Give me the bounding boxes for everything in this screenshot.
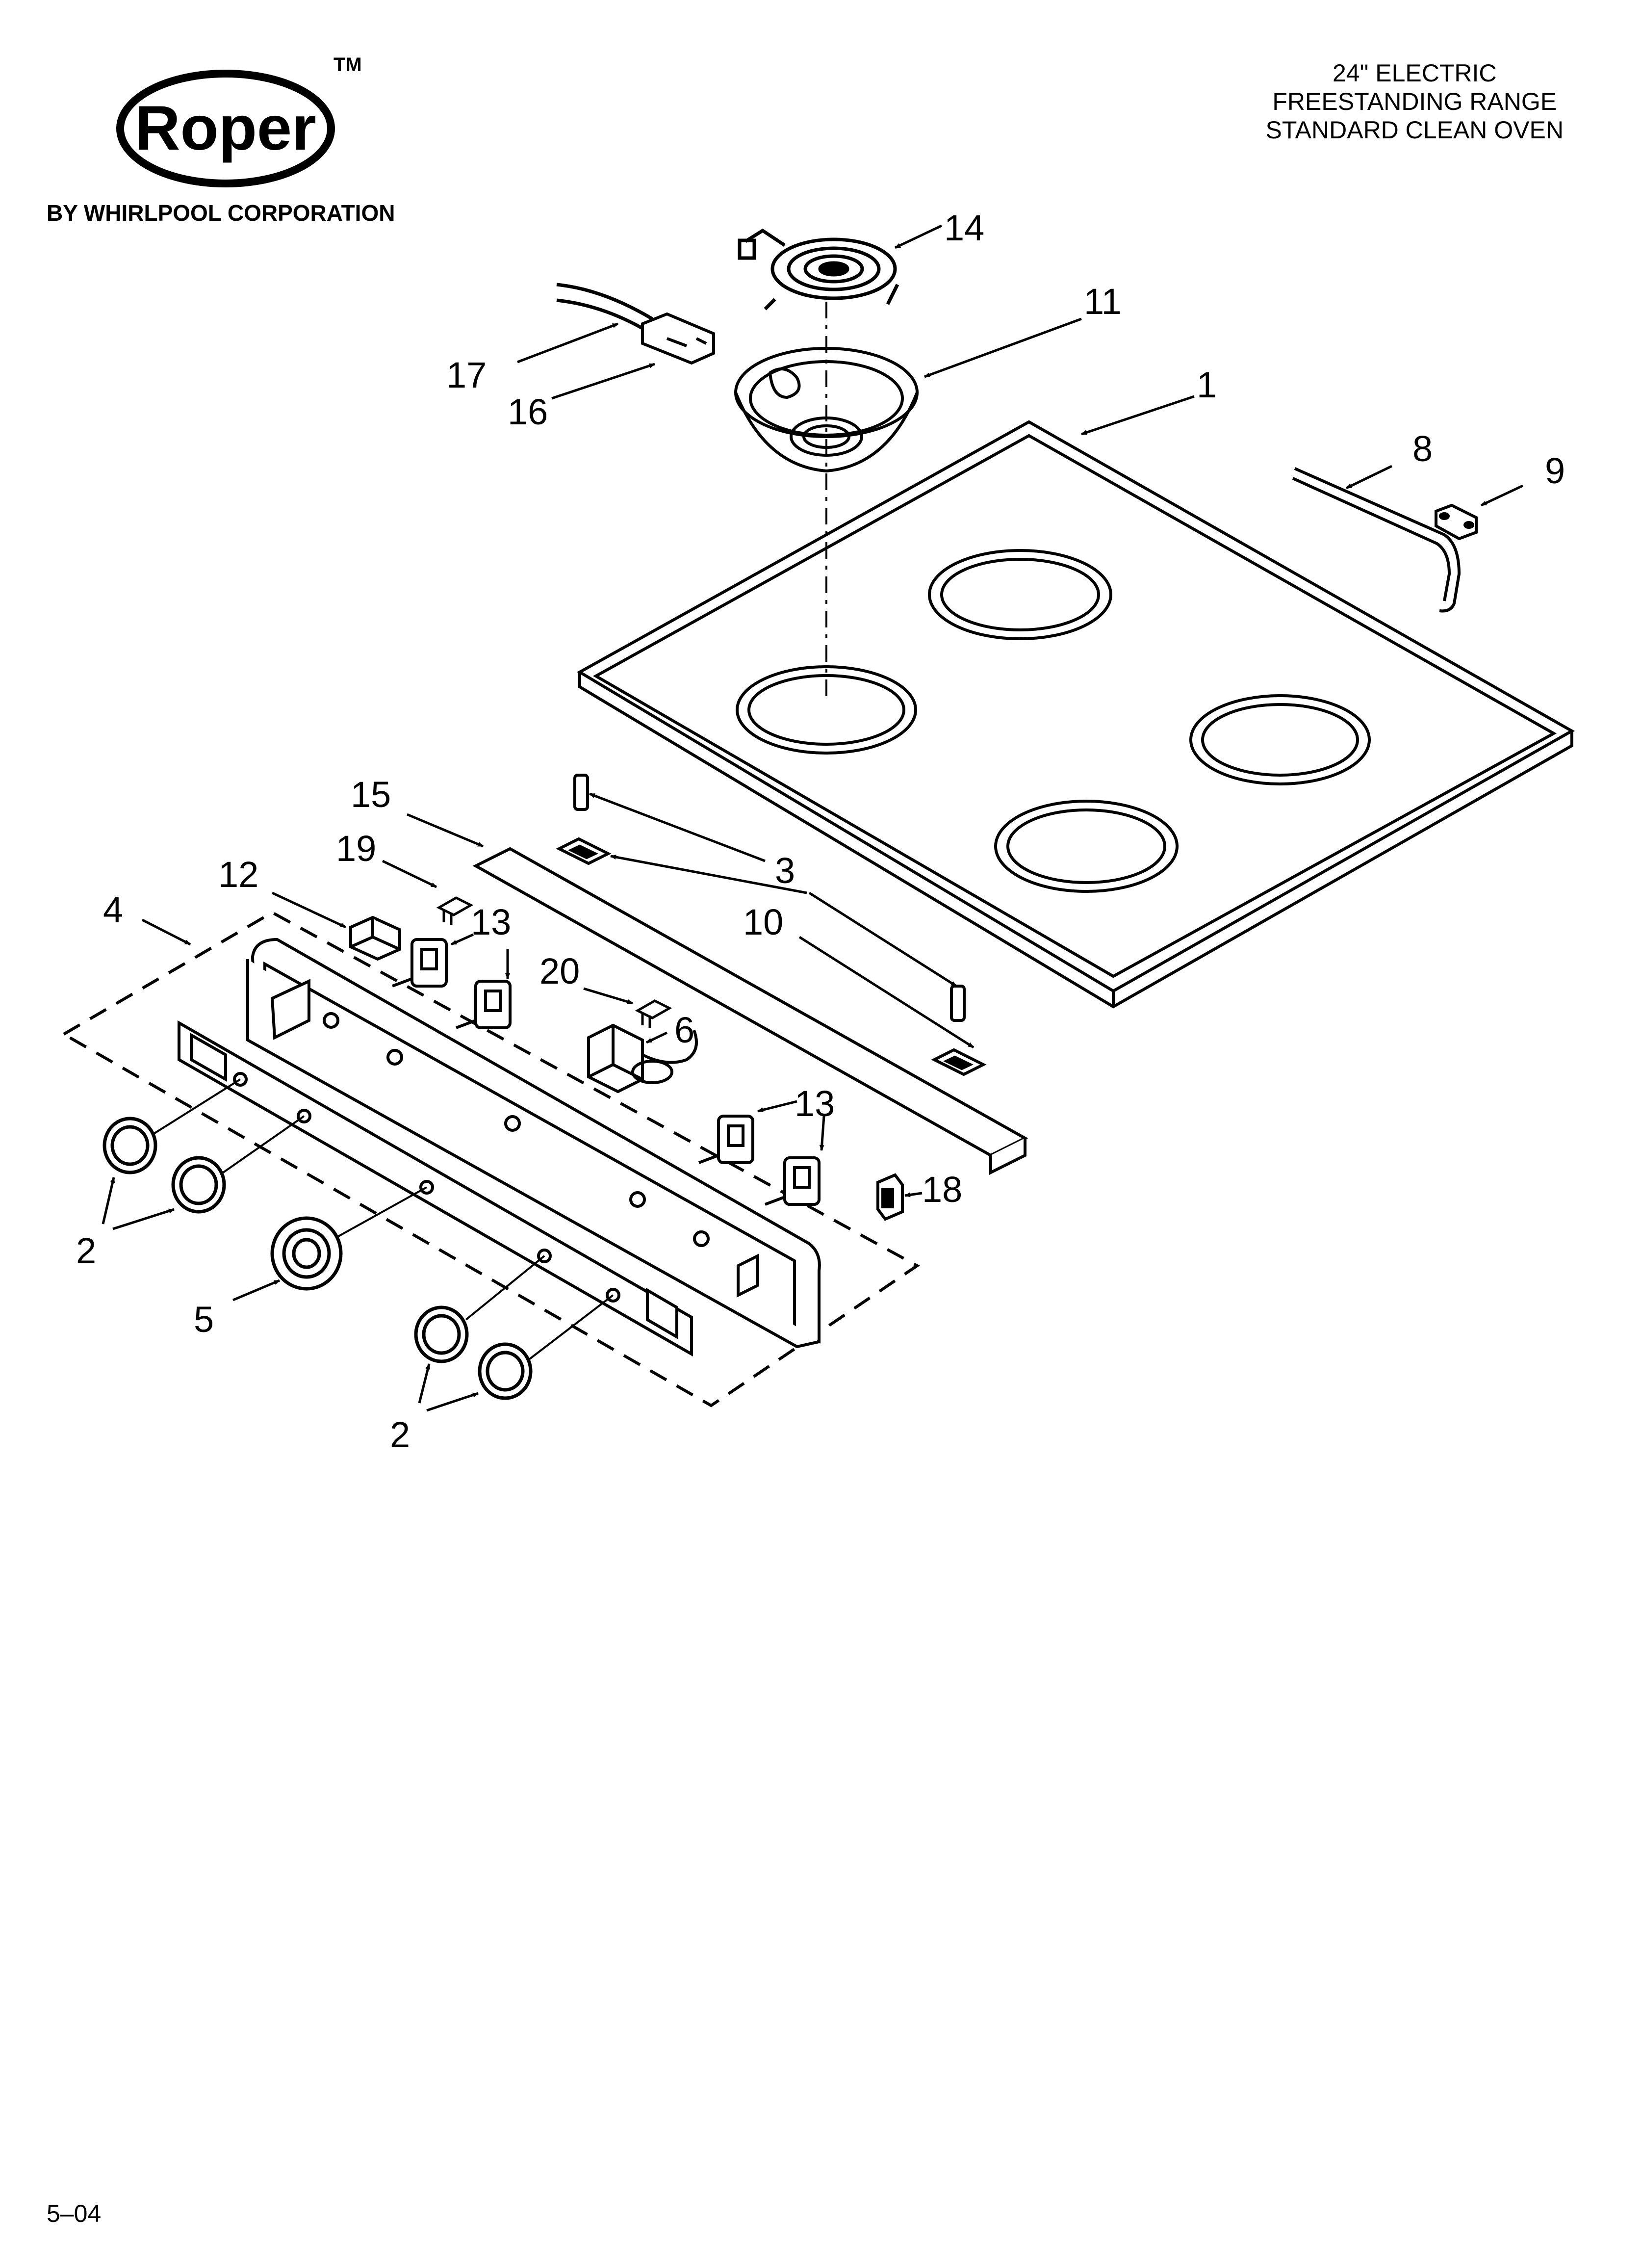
document-title: 24" ELECTRIC FREESTANDING RANGE STANDARD…	[1265, 59, 1564, 144]
control-console	[246, 938, 821, 1349]
callout-16: 16	[508, 391, 548, 432]
rocker-switch	[876, 1173, 904, 1221]
callout-11: 11	[1084, 281, 1122, 322]
callout-2-left: 2	[76, 1230, 96, 1271]
wire-harness	[556, 283, 653, 333]
callout-9: 9	[1545, 450, 1565, 491]
cooktop	[576, 420, 1575, 1009]
callout-10: 10	[743, 902, 783, 942]
callout-2-bottom: 2	[390, 1414, 410, 1455]
brand-tagline: BY WHIRLPOOL CORPORATION	[47, 200, 395, 226]
logo-wordmark: Roper	[135, 93, 316, 163]
callout-4: 4	[103, 889, 123, 930]
infinite-switches	[391, 938, 821, 1206]
cooktop-burner-openings	[736, 549, 1371, 893]
callout-5: 5	[194, 1299, 214, 1340]
surface-element	[738, 228, 899, 311]
conduit	[1292, 467, 1461, 613]
callout-18: 18	[922, 1169, 962, 1210]
locating-pins	[573, 774, 966, 1022]
callout-19: 19	[336, 828, 376, 869]
callout-17: 17	[446, 355, 487, 395]
control-knobs	[103, 1117, 533, 1400]
callout-13-upper: 13	[471, 902, 511, 942]
conduit-clamp	[1435, 503, 1478, 541]
screw-19	[436, 896, 474, 925]
callout-8: 8	[1412, 428, 1433, 469]
callout-14: 14	[944, 208, 984, 248]
control-panel-flange	[472, 847, 1028, 1175]
oven-thermostat	[587, 1023, 698, 1094]
callout-13-lower: 13	[795, 1083, 835, 1124]
title-line-2: FREESTANDING RANGE	[1272, 88, 1557, 115]
callout-1: 1	[1197, 365, 1217, 405]
terminal-block	[641, 312, 715, 365]
indicator-light	[349, 915, 401, 961]
callout-15: 15	[351, 774, 391, 815]
callout-6: 6	[674, 1010, 694, 1050]
callout-12: 12	[218, 854, 258, 895]
title-line-1: 24" ELECTRIC	[1332, 59, 1497, 87]
control-assembly-boundary	[61, 911, 920, 1408]
screw-20	[635, 999, 672, 1028]
date-code: 5–04	[47, 2200, 102, 2227]
title-line-3: STANDARD CLEAN OVEN	[1265, 116, 1564, 144]
callout-labels: 14 11 1 17 16 8 9 15 19 12 4 3 10 13 20 …	[76, 208, 1565, 1455]
roper-logo: Roper TM	[116, 54, 362, 187]
trademark-symbol: TM	[334, 54, 362, 76]
knob-alignment-lines	[154, 1078, 614, 1360]
callout-3: 3	[775, 850, 795, 891]
callout-20: 20	[539, 951, 580, 991]
mounting-clips	[556, 837, 987, 1076]
leader-arrows	[102, 224, 1524, 1412]
